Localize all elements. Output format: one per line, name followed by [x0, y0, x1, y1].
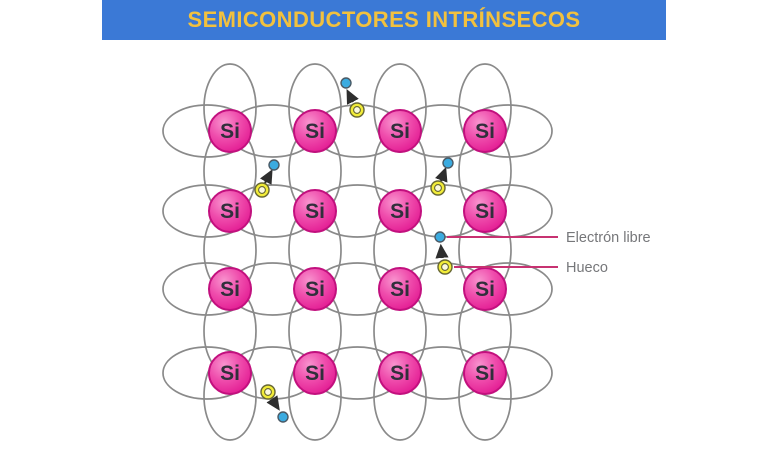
- si-atom-labels: Si Si Si Si Si Si Si Si Si Si Si Si Si S…: [220, 120, 495, 385]
- electron-dot: [442, 157, 454, 169]
- atom-label: Si: [220, 278, 240, 301]
- atom-label: Si: [475, 120, 495, 143]
- atom-label: Si: [390, 278, 410, 301]
- atom-label: Si: [475, 362, 495, 385]
- transfer-arrow: [259, 169, 273, 185]
- atom-label: Si: [390, 200, 410, 223]
- electron-hole-pair: [254, 159, 280, 198]
- legend-label-electron: Electrón libre: [566, 230, 651, 246]
- title-banner: SEMICONDUCTORES INTRÍNSECOS: [102, 0, 666, 40]
- transfer-arrow: [266, 395, 280, 411]
- atom-label: Si: [475, 278, 495, 301]
- atom-label: Si: [220, 362, 240, 385]
- atom-label: Si: [305, 362, 325, 385]
- si-atoms: [208, 109, 507, 395]
- atom-label: Si: [305, 200, 325, 223]
- transfer-arrow: [346, 89, 359, 105]
- electron-hole-pair: [260, 384, 289, 423]
- transfer-arrow: [435, 166, 448, 183]
- electron-hole-pair: [430, 157, 454, 196]
- transfer-arrow: [435, 243, 449, 259]
- electron-hole-pairs: [254, 77, 454, 423]
- electron-dot: [340, 77, 352, 89]
- page-title: SEMICONDUCTORES INTRÍNSECOS: [187, 7, 581, 32]
- electron-dot: [434, 231, 446, 243]
- atom-label: Si: [390, 120, 410, 143]
- atom-label: Si: [305, 120, 325, 143]
- legend: Electrón libre Hueco: [447, 230, 651, 276]
- electron-dot: [268, 159, 280, 171]
- atom-label: Si: [220, 120, 240, 143]
- atom-label: Si: [475, 200, 495, 223]
- atom-label: Si: [390, 362, 410, 385]
- electron-hole-pair: [340, 77, 365, 118]
- electron-hole-pair: [434, 231, 453, 275]
- atom-label: Si: [220, 200, 240, 223]
- legend-label-hole: Hueco: [566, 260, 608, 276]
- atom-label: Si: [305, 278, 325, 301]
- electron-dot: [277, 411, 289, 423]
